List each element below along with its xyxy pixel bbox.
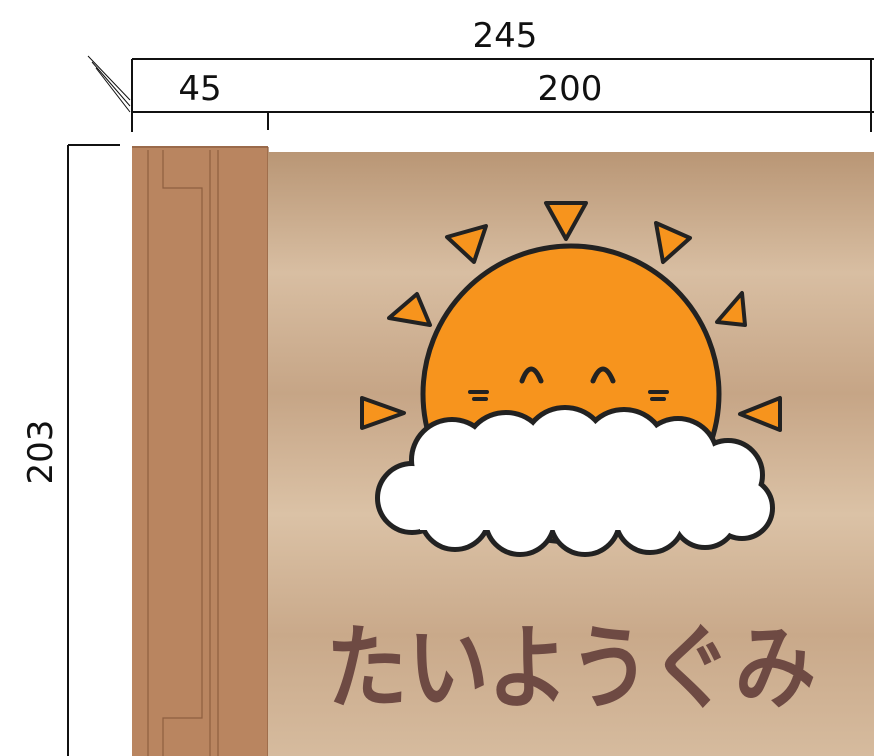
sun-face [468,366,669,401]
dimension-side-width: 45 [178,69,221,109]
sun-rays [360,201,782,432]
dimension-height: 203 [21,420,61,485]
side-panel [132,146,269,756]
sign-title: たいようぐみ [326,615,816,722]
dimension-lines [67,55,874,756]
dimension-total-width: 245 [473,16,538,56]
cloud [375,405,775,557]
dimension-front-width: 200 [538,69,603,109]
